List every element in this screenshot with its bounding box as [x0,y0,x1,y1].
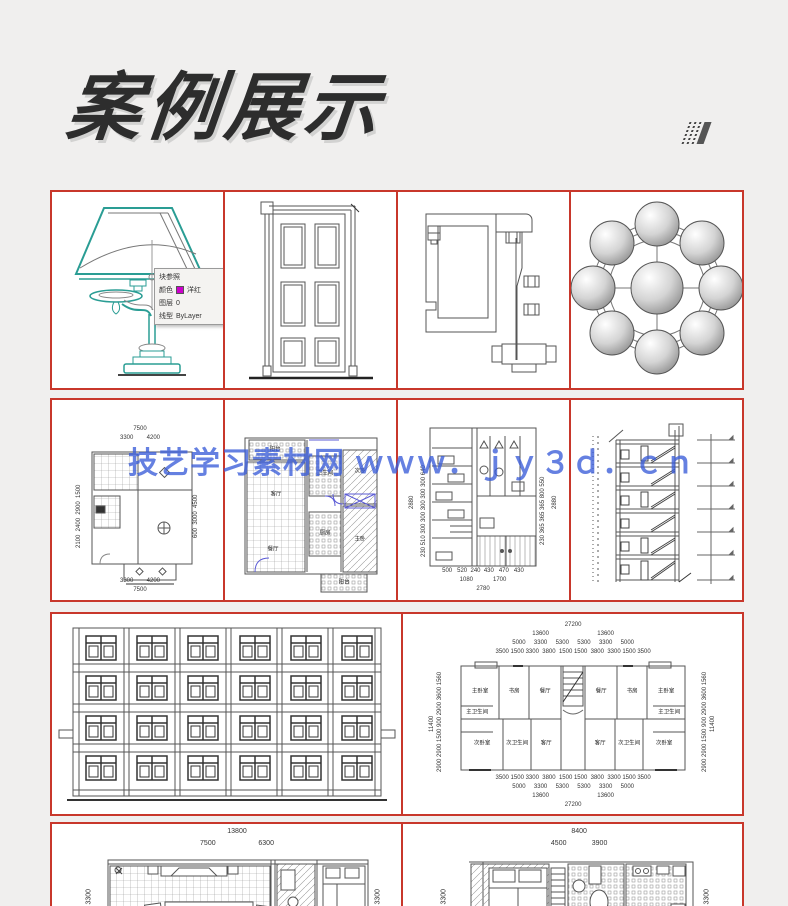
case-door-drawing [223,192,396,388]
room-bed2-l: 次卧室 [473,740,491,747]
case-building-elevation [52,614,401,814]
apt-dim-13600-bottom: 13600 13600 [532,793,614,799]
page-title: 案例展示 [63,66,388,149]
room-living-r: 客厅 [594,740,606,747]
building-section-cad-art [592,423,735,584]
apt-dim-left-total: 11400 [429,715,436,732]
case-wardrobe-elevation: 500 520 240 430 470 430 1080 1700 2780 2… [396,400,569,600]
apt-dim-5000-top: 5000 3300 5300 5300 3300 5000 [512,640,634,646]
room-mbath-l: 主卫生间 [466,709,489,716]
room-kitchen: 厨房 [319,530,331,537]
room-dining-l: 餐厅 [539,688,551,695]
living-dim-side-r: 3300 [374,888,382,905]
dim-right-parts: 600 3000 4500 [193,494,199,538]
tooltip-title: 块参照 [159,274,180,281]
dim-bottom-3: 2780 [476,586,490,592]
room-master-r: 主卧室 [657,688,675,695]
room-living-l: 客厅 [540,740,552,747]
panel-door-cad-art [249,201,373,380]
room-bath2-l: 次卫生间 [506,740,529,747]
layer-value: 0 [176,299,180,307]
color-value: 洋红 [187,287,201,294]
room-bed1: 主卧 [354,536,366,543]
apt-dim-left: 2900 2900 1500 900 2900 3600 1560 [437,671,444,772]
dim-left: 230 510 300 300 300 300 300 640 [421,465,427,557]
room-balcony-top: 阳台 [269,446,281,453]
building-elevation-cad-art [58,627,396,801]
living-room-plan-cad-art [107,859,369,906]
living-dim-side-l: 3300 [85,888,93,905]
sphere-array-cad-art [571,201,742,375]
dim-bottom-total: 7500 [133,587,147,593]
floor-plan-cad-art [244,437,378,593]
dim-top-parts: 3300 4200 [119,435,161,441]
case-building-section [569,400,742,600]
case-living-room-plan: 13800 7500 6300 3300 3300 [52,824,401,906]
room-balcony: 阳台 [338,579,350,586]
dim-total-right: 2880 [552,495,558,509]
living-dim-parts: 7500 6300 [200,840,274,847]
case-floor-plan: 客厅 餐厅 卫生间 次卧 厨房 主卧 阳台 阳台 [223,400,396,600]
mechanical-bracket-cad-art [425,213,557,373]
room-dining: 餐厅 [267,546,279,553]
layer-label: 图层 [159,300,173,307]
color-label: 颜色 [159,287,173,294]
hatch-decoration-icon [681,122,712,144]
room-bath2-r: 次卫生间 [618,740,641,747]
case-bracket-drawing [396,192,569,388]
bedroom-plan-cad-art [469,861,694,906]
magenta-swatch [176,286,184,294]
room-bed2-r: 次卧室 [655,740,673,747]
linetype-value: ByLayer [176,312,202,320]
case-apartment-plan: 27200 13600 13600 5000 3300 5300 5300 33… [401,614,742,814]
dim-bottom-parts: 3300 4200 [119,578,161,584]
apartment-plan-cad-art [460,661,686,771]
bedroom-dim-side-l: 3300 [440,888,448,905]
room-bed2: 次卧 [354,468,366,475]
dim-bottom-2: 1080 1700 [459,577,507,583]
apt-dim-27200-top: 27200 [564,622,582,628]
room-mbath-r: 主卫生间 [658,709,681,716]
apt-dim-right: 2900 2900 1500 900 2900 3600 1560 [702,671,708,772]
cad-properties-tooltip: 块参照 颜色 洋红 图层 0 线型 ByLayer [154,268,223,325]
apt-dim-right-total: 11400 [710,715,716,732]
table-lamp-cad-art [74,207,204,376]
showcase-row-3: 27200 13600 13600 5000 3300 5300 5300 33… [50,612,744,816]
apt-dim-5000-bottom: 5000 3300 5300 5300 3300 5000 [512,784,634,790]
dim-top-total: 7500 [133,426,147,432]
room-living: 客厅 [270,491,282,498]
dim-bottom-1: 500 520 240 430 470 430 [442,568,524,574]
case-lamp-drawing: 块参照 颜色 洋红 图层 0 线型 ByLayer [52,192,223,388]
dim-right: 230 365 365 365 800 550 [540,476,546,545]
linetype-label: 线型 [159,313,173,320]
dim-left-parts: 2100 2400 2900 1500 [76,484,82,548]
living-dim-total: 13800 [227,828,247,835]
apt-dim-3500-top: 3500 1500 3300 3800 1500 1500 3800 3300 … [495,649,651,655]
showcase-row-2: 7500 3300 4200 3300 4200 7500 2100 2400 … [50,398,744,602]
room-dining-r: 餐厅 [595,688,607,695]
wardrobe-elevation-cad-art [429,427,537,567]
apt-dim-13600-top: 13600 13600 [532,631,614,637]
apt-dim-27200-bottom: 27200 [564,802,582,808]
dim-total-left: 2880 [409,495,415,509]
ceiling-plan-cad-art [91,451,193,585]
room-study-l: 书房 [508,688,520,695]
showcase-row-4: 13800 7500 6300 3300 3300 [50,822,744,906]
case-bedroom-plan: 8400 4500 3900 3300 3300 [401,824,742,906]
case-ceiling-plan: 7500 3300 4200 3300 4200 7500 2100 2400 … [52,400,223,600]
showcase-row-1: 块参照 颜色 洋红 图层 0 线型 ByLayer [50,190,744,390]
bedroom-dim-total: 8400 [571,828,587,835]
room-bath: 卫生间 [316,470,334,477]
bedroom-dim-side-r: 3300 [703,888,711,905]
bedroom-dim-parts: 4500 3900 [550,840,608,847]
room-master-l: 主卧室 [471,688,489,695]
case-sphere-array-drawing [569,192,742,388]
apt-dim-3500-bottom: 3500 1500 3300 3800 1500 1500 3800 3300 … [495,775,651,781]
room-study-r: 书房 [626,688,638,695]
